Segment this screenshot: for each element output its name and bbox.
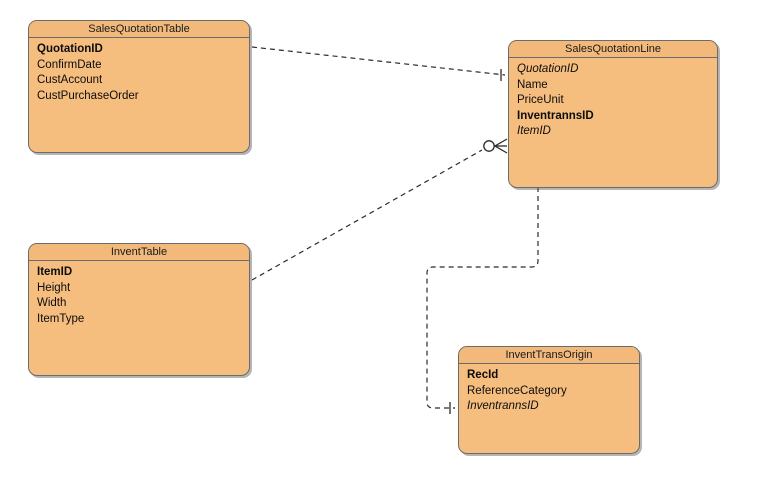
attribute-list: QuotationID Name PriceUnit InventrannsID… <box>509 58 717 140</box>
relationship-quotation-to-line <box>248 41 506 81</box>
attribute: ItemType <box>37 312 85 325</box>
attribute-list: RecId ReferenceCategory InventrannsID <box>459 364 639 415</box>
entity-title: SalesQuotationTable <box>29 21 249 38</box>
attribute-foreign-key: InventrannsID <box>467 400 539 412</box>
entity-invent-trans-origin[interactable]: InventTransOrigin RecId ReferenceCategor… <box>458 346 640 454</box>
relationship-inventtable-to-line <box>248 138 508 286</box>
entity-sales-quotation-line[interactable]: SalesQuotationLine QuotationID Name Pric… <box>508 40 718 188</box>
attribute: ConfirmDate <box>37 58 102 71</box>
entity-title: InventTable <box>29 244 249 261</box>
attribute-primary-key: ItemID <box>37 266 73 278</box>
attribute-primary-key: QuotationID <box>37 43 103 55</box>
attribute: PriceUnit <box>517 94 564 106</box>
attribute: CustAccount <box>37 74 103 86</box>
entity-title: SalesQuotationLine <box>509 41 717 58</box>
attribute-primary-key: InventrannsID <box>517 109 594 122</box>
relationship-line <box>251 46 506 76</box>
attribute: Height <box>37 281 71 294</box>
relationship-line <box>251 149 483 281</box>
entity-invent-table[interactable]: InventTable ItemID Height Width ItemType <box>28 243 250 376</box>
cardinality-many-crowsfoot <box>493 138 508 154</box>
entity-title: InventTransOrigin <box>459 347 639 364</box>
attribute: Name <box>517 78 548 91</box>
attribute: Width <box>37 297 67 309</box>
attribute-list: ItemID Height Width ItemType <box>29 261 249 327</box>
attribute: ReferenceCategory <box>467 384 567 397</box>
attribute-foreign-key: ItemID <box>517 125 551 137</box>
cardinality-zero-circle <box>483 140 495 152</box>
attribute-primary-key: RecId <box>467 369 499 381</box>
attribute: CustPurchaseOrder <box>37 89 139 102</box>
entity-sales-quotation-table[interactable]: SalesQuotationTable QuotationID ConfirmD… <box>28 20 250 153</box>
attribute-foreign-key: QuotationID <box>517 63 579 75</box>
attribute-list: QuotationID ConfirmDate CustAccount Cust… <box>29 38 249 104</box>
